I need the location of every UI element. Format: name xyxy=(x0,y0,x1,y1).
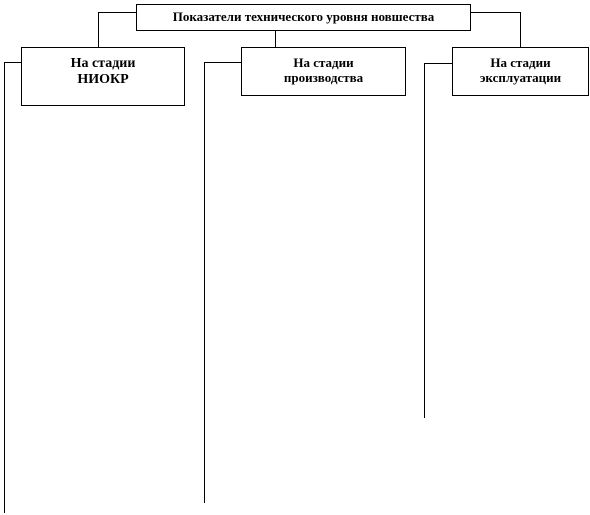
stage-node-niokr: На стадии НИОКР xyxy=(21,47,185,106)
bracket-niokr xyxy=(4,62,21,513)
root-node-label: Показатели технического уровня новшества xyxy=(172,9,435,25)
root-node: Показатели технического уровня новшества xyxy=(136,4,471,31)
stage-niokr-line2: НИОКР xyxy=(77,72,129,88)
stage-node-exploitation: На стадии эксплуатации xyxy=(452,47,589,96)
stage-production-line2: производства xyxy=(283,69,364,85)
stage-niokr-line1: На стадии xyxy=(70,56,136,71)
bracket-exploitation xyxy=(424,63,452,418)
stage-exploitation-line1: На стадии xyxy=(490,55,551,70)
stage-exploitation-line2: эксплуатации xyxy=(479,69,562,85)
stage-node-production: На стадии производства xyxy=(241,47,406,96)
bracket-production xyxy=(204,62,241,503)
stage-production-line1: На стадии xyxy=(293,55,354,70)
connector-root-to-exploitation xyxy=(471,12,521,47)
connector-root-to-niokr xyxy=(98,12,137,47)
